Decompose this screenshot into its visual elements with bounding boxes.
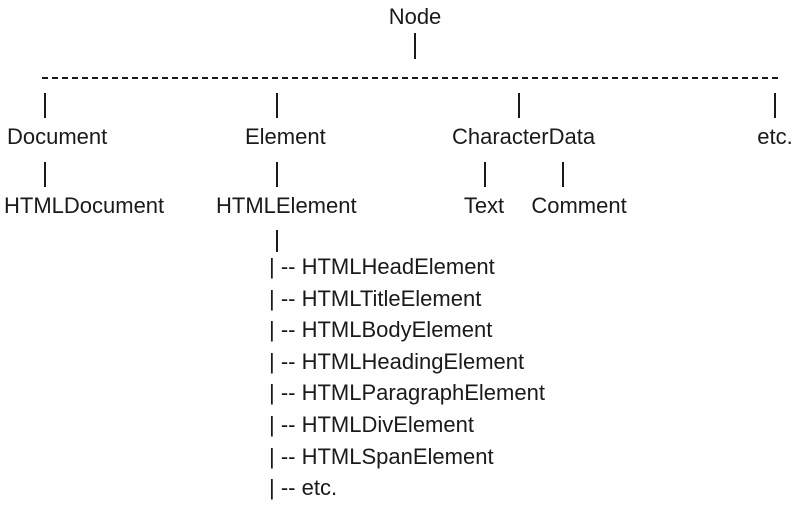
node-text-label: Text (463, 193, 505, 218)
subclass-name: HTMLDivElement (301, 412, 474, 437)
connector-htmlelement-to-subclass-list (276, 230, 278, 252)
subclass-list-item: | -- etc. (269, 475, 337, 501)
connector-root-to-divider (414, 33, 416, 59)
subclass-list-item: | -- HTMLSpanElement (269, 444, 494, 470)
connector-divider-to-etc (774, 93, 776, 118)
connector-divider-to-element (276, 93, 278, 118)
tree-branch-prefix: | -- (269, 443, 302, 469)
connector-element-to-htmlelement (276, 162, 278, 187)
subclass-list-item: | -- HTMLDivElement (269, 412, 474, 438)
tree-branch-prefix: | -- (269, 285, 302, 311)
branch-divider-line (42, 77, 778, 79)
node-comment-label: Comment (531, 193, 627, 218)
node-htmldocument-label: HTMLDocument (4, 193, 165, 218)
tree-branch-prefix: | -- (269, 348, 302, 374)
connector-document-to-htmldocument (44, 162, 46, 187)
subclass-name: HTMLHeadElement (301, 254, 495, 279)
subclass-list-item: | -- HTMLBodyElement (269, 317, 492, 343)
tree-branch-prefix: | -- (269, 380, 302, 406)
subclass-list-item: | -- HTMLHeadElement (269, 254, 495, 280)
subclass-list-item: | -- HTMLHeadingElement (269, 349, 524, 375)
connector-divider-to-document (44, 93, 46, 118)
connector-characterdata-to-comment (562, 162, 564, 187)
connector-characterdata-to-text (484, 162, 486, 187)
subclass-list-item: | -- HTMLParagraphElement (269, 380, 545, 406)
subclass-name: etc. (301, 475, 338, 501)
tree-branch-prefix: | -- (269, 254, 302, 279)
tree-branch-prefix: | -- (269, 317, 302, 343)
tree-branch-prefix: | -- (269, 475, 302, 501)
node-root-label: Node (388, 4, 442, 29)
node-document-label: Document (7, 124, 108, 149)
subclass-list-item: | -- HTMLTitleElement (269, 286, 481, 312)
subclass-name: HTMLHeadingElement (301, 348, 525, 374)
node-etc-label: etc. (757, 124, 793, 149)
node-element-label: Element (245, 124, 326, 149)
subclass-name: HTMLTitleElement (301, 285, 482, 311)
connector-divider-to-characterdata (518, 93, 520, 118)
node-characterdata-label: CharacterData (452, 124, 596, 149)
node-htmlelement-label: HTMLElement (216, 193, 357, 218)
subclass-name: HTMLSpanElement (301, 443, 494, 469)
subclass-name: HTMLBodyElement (301, 317, 493, 343)
tree-branch-prefix: | -- (269, 412, 302, 437)
subclass-name: HTMLParagraphElement (301, 380, 545, 406)
